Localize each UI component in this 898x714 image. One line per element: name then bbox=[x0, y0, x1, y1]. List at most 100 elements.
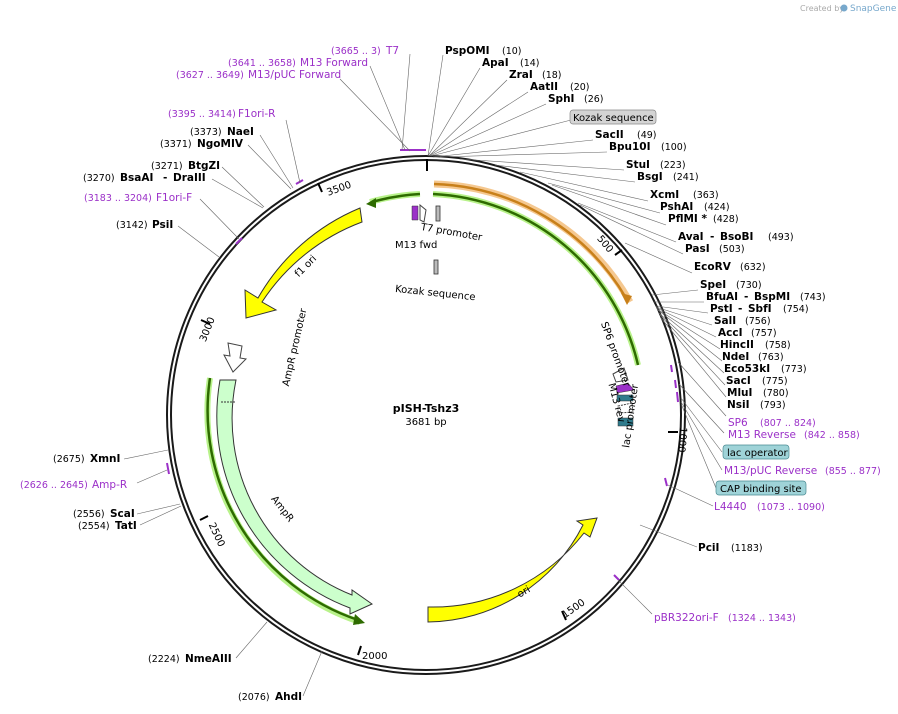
sp6-promoter-feature[interactable] bbox=[612, 367, 629, 383]
svg-text:(10): (10) bbox=[502, 46, 522, 57]
primer-mark-sp6 bbox=[670, 364, 673, 373]
enzyme-ngomiv[interactable]: (3371)NgoMIV bbox=[160, 138, 244, 150]
enzyme-ndei[interactable]: NdeI(763) bbox=[722, 351, 784, 363]
enzyme-stui[interactable]: StuI(223) bbox=[626, 159, 686, 171]
enzyme-apai[interactable]: ApaI(14) bbox=[482, 57, 540, 69]
cap-binding-site-box[interactable]: CAP binding site bbox=[715, 480, 807, 496]
enzyme-scai[interactable]: (2556)ScaI bbox=[73, 508, 135, 520]
enzyme-nsii[interactable]: NsiI(793) bbox=[727, 399, 786, 411]
f1-ori-feature[interactable] bbox=[244, 207, 363, 319]
ampr-feature[interactable] bbox=[216, 379, 374, 615]
ori-feature[interactable] bbox=[427, 517, 598, 623]
svg-text:(743): (743) bbox=[800, 292, 826, 303]
enzyme-ecorv[interactable]: EcoRV(632) bbox=[694, 261, 766, 273]
enzyme-sacii[interactable]: SacII(49) bbox=[595, 129, 657, 141]
enzyme-pshai[interactable]: PshAI(424) bbox=[660, 201, 730, 213]
enzyme-psii[interactable]: (3142)PsiI bbox=[116, 219, 173, 231]
left-green-arrowhead bbox=[353, 614, 365, 625]
lac-promoter-feature[interactable] bbox=[617, 402, 634, 414]
svg-text:SacI: SacI bbox=[726, 375, 751, 387]
svg-text:M13/pUC Forward: M13/pUC Forward bbox=[248, 69, 341, 81]
enzyme-zrai[interactable]: ZraI(18) bbox=[509, 69, 562, 81]
enzyme-avai-bsobi[interactable]: AvaI-BsoBI(493) bbox=[678, 231, 794, 243]
enzyme-bfuai-bspmi[interactable]: BfuAI-BspMI(743) bbox=[706, 291, 826, 303]
primer-m13-forward[interactable]: (3641 .. 3658) M13 Forward bbox=[228, 57, 368, 69]
enzyme-pspomi[interactable]: PspOMI(10) bbox=[445, 45, 522, 57]
primer-pbr322ori-f[interactable]: pBR322ori-F(1324 .. 1343) bbox=[654, 612, 796, 624]
enzyme-pasi[interactable]: PasI(503) bbox=[685, 243, 745, 255]
svg-text:HincII: HincII bbox=[720, 339, 754, 351]
svg-text:(1324 .. 1343): (1324 .. 1343) bbox=[728, 613, 796, 624]
svg-text:PasI: PasI bbox=[685, 243, 710, 255]
svg-text:(3641 .. 3658): (3641 .. 3658) bbox=[228, 58, 296, 69]
enzyme-acci[interactable]: AccI (757) bbox=[718, 327, 777, 339]
orange-feature-arrowhead[interactable] bbox=[621, 293, 632, 305]
enzyme-psti-sbfi[interactable]: PstI-SbfI(754) bbox=[710, 303, 809, 315]
enzyme-spei[interactable]: SpeI(730) bbox=[700, 279, 762, 291]
primer-m13-puc-reverse[interactable]: M13/pUC Reverse(855 .. 877) bbox=[724, 465, 881, 477]
enzyme-bsgi[interactable]: BsgI(241) bbox=[637, 171, 699, 183]
primer-mark-f1ori-f bbox=[235, 237, 243, 245]
enzyme-tati[interactable]: (2554)TatI bbox=[78, 520, 137, 532]
svg-text:M13 Forward: M13 Forward bbox=[300, 57, 368, 69]
enzyme-mlui[interactable]: MluI(780) bbox=[727, 387, 789, 399]
lac-operator-box[interactable]: lac operator bbox=[722, 444, 790, 460]
enzyme-aatii[interactable]: AatII(20) bbox=[530, 81, 590, 93]
m13-fwd-label: M13 fwd bbox=[395, 240, 437, 251]
enzyme-pcii[interactable]: PciI(1183) bbox=[698, 542, 763, 554]
lac-operator-feature[interactable] bbox=[616, 394, 634, 402]
enzyme-ahdi[interactable]: (2076)AhdI bbox=[238, 691, 302, 703]
enzyme-btgzi[interactable]: (3271)BtgZI bbox=[151, 160, 220, 172]
primer-f1ori-r[interactable]: (3395 .. 3414)F1ori-R bbox=[168, 108, 275, 120]
primer-t7[interactable]: (3665 .. 3)T7 bbox=[331, 45, 399, 57]
primer-l4440[interactable]: L4440(1073 .. 1090) bbox=[714, 501, 825, 513]
m13-rev-primer-feature[interactable] bbox=[615, 382, 635, 394]
tick-mark-500 bbox=[614, 249, 623, 256]
kozak-sequence-box[interactable]: Kozak sequence bbox=[569, 109, 657, 125]
enzyme-nmeaiii[interactable]: (2224)NmeAIII bbox=[148, 653, 232, 665]
left-green-arc[interactable] bbox=[206, 377, 359, 622]
kozak-marker-inner[interactable] bbox=[433, 259, 439, 275]
plasmid-length: 3681 bp bbox=[405, 417, 446, 428]
leader-lines-left bbox=[123, 53, 411, 697]
enzyme-bpu10i[interactable]: Bpu10I(100) bbox=[609, 141, 687, 153]
enzyme-pflmi[interactable]: PflMI *(428) bbox=[668, 213, 739, 225]
enzyme-eco53ki[interactable]: Eco53kI(773) bbox=[724, 363, 807, 375]
kozak-marker-top[interactable] bbox=[435, 205, 441, 222]
svg-text:AccI: AccI bbox=[718, 327, 742, 339]
enzyme-hincii[interactable]: HincII(758) bbox=[720, 339, 791, 351]
svg-text:(757): (757) bbox=[751, 328, 777, 339]
svg-text:T7: T7 bbox=[385, 45, 399, 57]
primers-right: SP6(807 .. 824) M13 Reverse(842 .. 858) … bbox=[654, 417, 881, 624]
svg-text:SpeI: SpeI bbox=[700, 279, 726, 291]
svg-text:(754): (754) bbox=[783, 304, 809, 315]
enzyme-bsaai-draiii[interactable]: (3270)BsaAI-DraIII bbox=[83, 172, 206, 184]
enzyme-xmni[interactable]: (2675)XmnI bbox=[53, 453, 120, 465]
enzyme-sali[interactable]: SalI(756) bbox=[714, 315, 771, 327]
primer-mark-m13-puc-rev bbox=[676, 391, 679, 403]
cap-site-feature[interactable] bbox=[617, 417, 634, 427]
enzyme-xcmi[interactable]: XcmI(363) bbox=[650, 189, 719, 201]
primer-f1ori-f[interactable]: (3183 .. 3204)F1ori-F bbox=[84, 192, 192, 204]
ampr-promoter-feature[interactable] bbox=[223, 342, 248, 373]
enzyme-sphi[interactable]: SphI(26) bbox=[548, 93, 604, 105]
leader-lines-right bbox=[427, 54, 727, 615]
primer-amp-r[interactable]: (2626 .. 2645)Amp-R bbox=[20, 479, 127, 491]
m13-fwd-primer-feature[interactable] bbox=[411, 205, 419, 221]
t7-promoter-feature[interactable] bbox=[419, 203, 427, 223]
enzyme-naei[interactable]: (3373)NaeI bbox=[190, 126, 254, 138]
primer-marks bbox=[166, 149, 679, 581]
ampr-label: AmpR bbox=[268, 494, 295, 524]
top-green-arrowhead bbox=[366, 198, 376, 208]
enzyme-saci[interactable]: SacI(775) bbox=[726, 375, 788, 387]
svg-text:PflMI *: PflMI * bbox=[668, 213, 707, 225]
primer-sp6[interactable]: SP6(807 .. 824) bbox=[728, 417, 816, 429]
primer-m13-reverse[interactable]: M13 Reverse(842 .. 858) bbox=[728, 429, 860, 441]
plasmid-name: pISH-Tshz3 bbox=[393, 402, 460, 415]
svg-text:(763): (763) bbox=[758, 352, 784, 363]
primer-m13-puc-forward[interactable]: (3627 .. 3649)M13/pUC Forward bbox=[176, 69, 341, 81]
svg-text:(842 .. 858): (842 .. 858) bbox=[804, 430, 860, 441]
svg-text:(20): (20) bbox=[570, 82, 590, 93]
right-green-arc[interactable] bbox=[432, 192, 640, 366]
svg-text:PstI: PstI bbox=[710, 303, 733, 315]
